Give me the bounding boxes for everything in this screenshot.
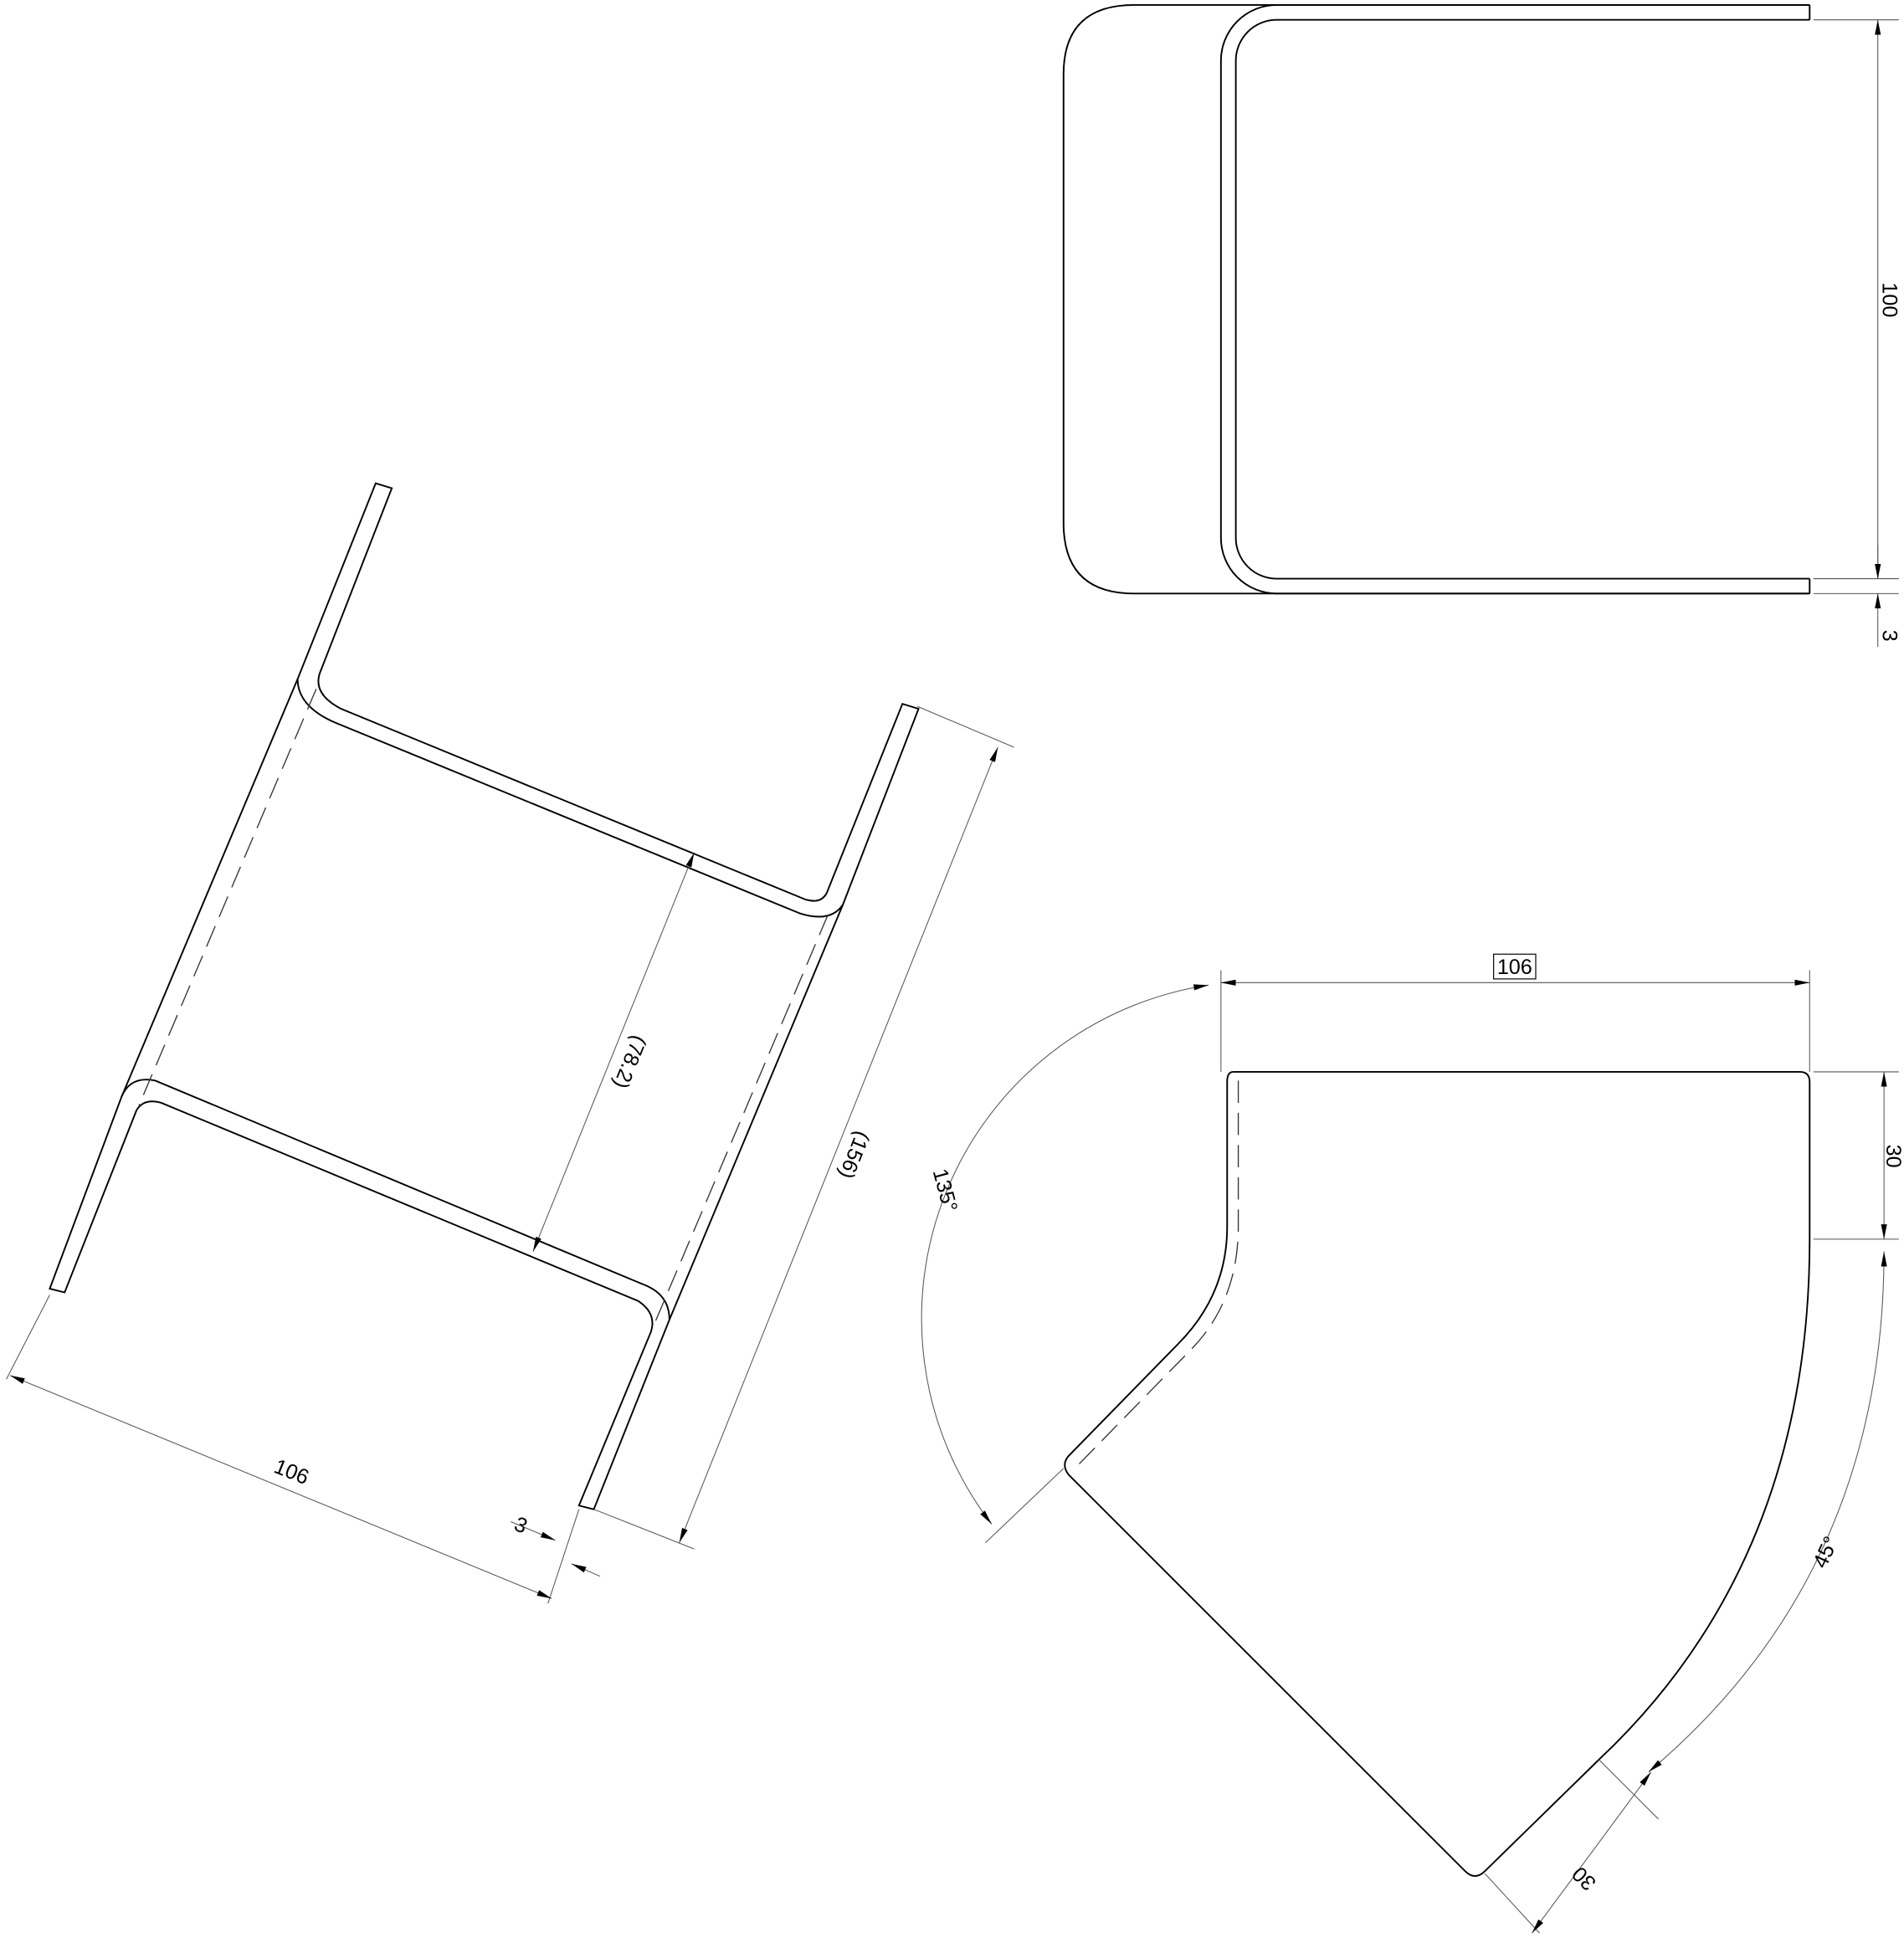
top-view-outline	[1062, 3, 1810, 595]
dim-label-135: 135°	[928, 1166, 962, 1215]
channel-outer-edge	[1219, 3, 1810, 595]
dim-label-106-side: 106	[271, 1454, 312, 1489]
lower-channel-profile	[49, 1079, 670, 1510]
dim-label-30-right: 30	[1881, 1145, 1904, 1168]
plan-view: 106 30 135° 45° 30	[921, 953, 1904, 1934]
dim-label-100: 100	[1878, 282, 1901, 317]
angle-arc-45	[1648, 1251, 1887, 1773]
dim-label-156: (156)	[834, 1128, 875, 1182]
dim-label-3-side: 3	[511, 1512, 530, 1538]
dim-label-106-plan: 106	[1497, 956, 1532, 979]
top-view: 100 3	[1062, 3, 1901, 648]
upper-channel-profile	[296, 482, 920, 918]
angle-arc-135	[921, 984, 1209, 1525]
channel-inner-edge	[1234, 4, 1811, 594]
plan-outline	[1064, 1070, 1811, 1877]
dim-label-3-top: 3	[1878, 630, 1901, 642]
dim-label-30-bottom: 30	[1568, 1862, 1601, 1895]
side-view: (78.2) (156) 106 3	[6, 482, 1014, 1604]
dim-label-78-2: (78.2)	[608, 1032, 651, 1091]
